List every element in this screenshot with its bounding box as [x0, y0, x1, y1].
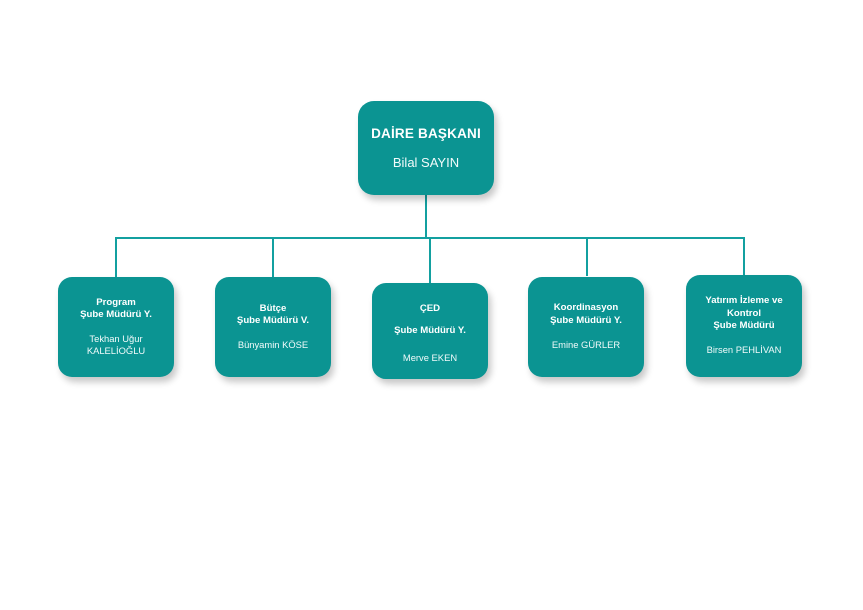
- org-node-koordinasyon-title-line: Koordinasyon: [553, 302, 619, 314]
- connector-drop-1: [272, 237, 274, 278]
- org-node-ced-person: Merve EKEN: [403, 352, 457, 364]
- org-node-koordinasyon[interactable]: Koordinasyon Şube Müdürü Y. Emine GÜRLER: [528, 277, 644, 377]
- org-node-koordinasyon-title: Koordinasyon Şube Müdürü Y.: [550, 302, 622, 327]
- org-node-yatirim-izleme-kontrol-person: Birsen PEHLİVAN: [707, 344, 782, 356]
- connector-root-stem: [425, 195, 427, 238]
- connector-drop-2: [429, 237, 431, 284]
- org-node-butce-title-line: Şube Müdürü V.: [236, 315, 310, 327]
- org-node-butce-person-line: Bünyamin KÖSE: [237, 338, 309, 350]
- org-node-koordinasyon-person: Emine GÜRLER: [552, 339, 620, 351]
- org-node-program-title-line: Program: [96, 296, 136, 308]
- org-node-ced-person-line: Merve EKEN: [402, 351, 458, 363]
- org-node-butce[interactable]: Bütçe Şube Müdürü V. Bünyamin KÖSE: [215, 277, 331, 377]
- org-node-koordinasyon-person-line: Emine GÜRLER: [551, 339, 621, 351]
- connector-drop-4: [743, 237, 745, 276]
- org-node-root-person: Bilal SAYIN: [393, 154, 459, 171]
- org-node-program-person: Tekhan Uğur KALELİOĞLU: [87, 333, 145, 358]
- org-node-yatirim-izleme-kontrol-person-line: Birsen PEHLİVAN: [706, 344, 782, 356]
- org-node-ced-title-line: ÇED: [419, 302, 441, 314]
- connector-drop-0: [115, 237, 117, 278]
- org-node-butce-title: Bütçe Şube Müdürü V.: [237, 303, 309, 328]
- org-node-yatirim-izleme-kontrol-title-line: Yatırım İzleme ve: [705, 295, 783, 307]
- org-node-butce-person: Bünyamin KÖSE: [238, 339, 308, 351]
- org-node-root-title: DAİRE BAŞKANI: [371, 125, 481, 142]
- org-node-butce-title-line: Bütçe: [259, 302, 287, 314]
- org-node-program-title: Program Şube Müdürü Y.: [80, 297, 152, 322]
- org-node-ced[interactable]: ÇED Şube Müdürü Y. Merve EKEN: [372, 283, 488, 379]
- org-node-root[interactable]: DAİRE BAŞKANI Bilal SAYIN: [358, 101, 494, 195]
- org-node-root-person-line: Bilal SAYIN: [392, 155, 460, 170]
- org-node-program-title-line: Şube Müdürü Y.: [80, 309, 152, 321]
- org-node-program-person-line: KALELİOĞLU: [86, 344, 146, 356]
- org-node-yatirim-izleme-kontrol-title-line: Kontrol: [726, 307, 762, 319]
- org-node-koordinasyon-title-line: Şube Müdürü Y.: [550, 314, 622, 326]
- org-node-yatirim-izleme-kontrol[interactable]: Yatırım İzleme ve Kontrol Şube Müdürü Bi…: [686, 275, 802, 377]
- org-node-root-title-line: DAİRE BAŞKANI: [371, 126, 481, 141]
- org-node-ced-title: ÇED Şube Müdürü Y.: [394, 298, 466, 342]
- org-node-ced-title-line: Şube Müdürü Y.: [394, 324, 466, 336]
- org-node-yatirim-izleme-kontrol-title: Yatırım İzleme ve Kontrol Şube Müdürü: [705, 295, 782, 332]
- org-node-yatirim-izleme-kontrol-title-line: Şube Müdürü: [713, 320, 775, 331]
- org-node-program-person-line: Tekhan Uğur: [89, 332, 143, 344]
- connector-drop-3: [586, 237, 588, 276]
- org-node-program[interactable]: Program Şube Müdürü Y. Tekhan Uğur KALEL…: [58, 277, 174, 377]
